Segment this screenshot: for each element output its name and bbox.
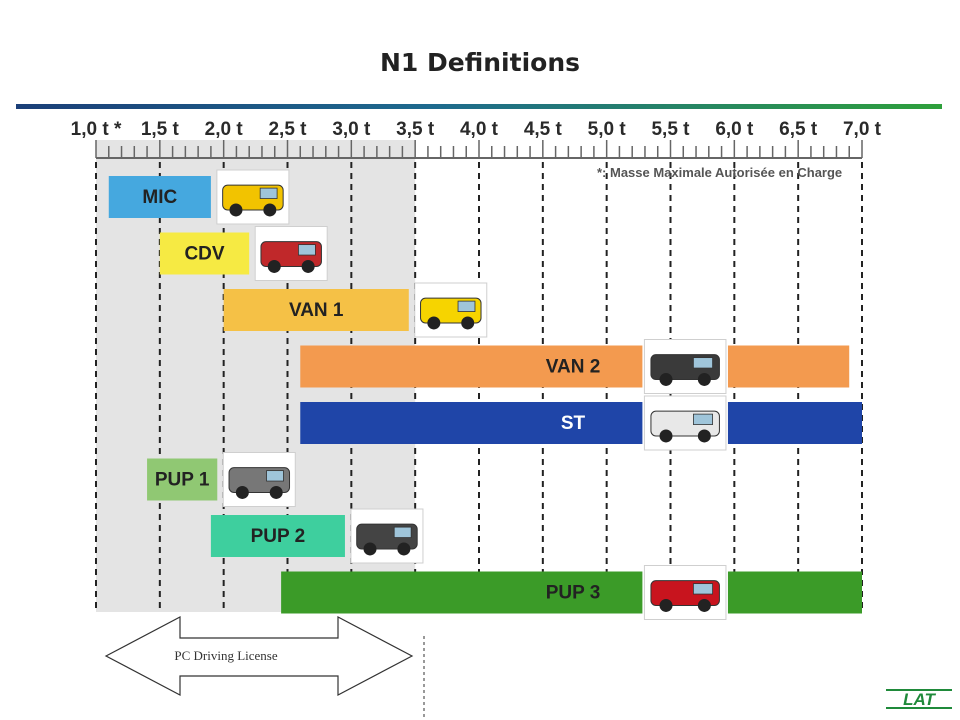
vehicle-window: [266, 470, 284, 482]
tick-label: 5,5 t: [651, 119, 690, 140]
tick-label: 7,0 t: [843, 119, 882, 140]
category-label: PUP 2: [251, 526, 306, 547]
pickup-icon: [643, 565, 727, 620]
chassis-truck-icon: [643, 395, 727, 451]
vehicle-wheel: [697, 372, 711, 386]
category-label: PUP 1: [155, 470, 210, 491]
vehicle-wheel: [427, 316, 441, 330]
category-bar-tail: [727, 345, 850, 388]
category-bar-st: [300, 402, 643, 444]
tick-label: 1,5 t: [141, 119, 180, 140]
vehicle-wheel: [697, 598, 711, 612]
category-bar-tail: [727, 402, 862, 444]
tick-label: 3,0 t: [332, 119, 371, 140]
tick-label: 1,0 t *: [71, 119, 122, 140]
vehicle-wheel: [461, 316, 475, 330]
category-bar-cdv: [159, 232, 250, 275]
vehicle-wheel: [229, 203, 243, 217]
footnote: *: Masse Maximale Autorisée en Charge: [597, 165, 842, 180]
vehicle-wheel: [267, 259, 281, 273]
vehicle-wheel: [697, 429, 711, 443]
category-label: PUP 3: [546, 583, 601, 604]
lat-logo: LAT: [886, 689, 952, 709]
tick-label: 6,0 t: [715, 119, 754, 140]
category-bar-tail: [727, 571, 862, 614]
vehicle-wheel: [263, 203, 277, 217]
tick-label: 4,5 t: [524, 119, 563, 140]
logo-text: LAT: [903, 690, 936, 709]
vehicle-wheel: [659, 598, 673, 612]
tick-label: 4,0 t: [460, 119, 499, 140]
vehicle-wheel: [397, 542, 411, 556]
vehicle-window: [457, 300, 476, 312]
vehicle-window: [298, 244, 316, 256]
vehicle-wheel: [235, 485, 249, 499]
vehicle-wheel: [269, 485, 283, 499]
category-bar-van-2: [300, 345, 643, 388]
pc-license-label: PC Driving License: [174, 648, 277, 663]
vehicle-window: [693, 413, 713, 425]
car-derived-van-icon: [254, 226, 328, 281]
tick-label: 2,0 t: [205, 119, 244, 140]
vehicle-wheel: [363, 542, 377, 556]
vehicle-wheel: [659, 372, 673, 386]
page-title: N1 Definitions: [380, 48, 580, 77]
van-icon: [414, 282, 488, 338]
category-label: VAN 1: [289, 300, 344, 321]
microcar-icon: [216, 169, 290, 225]
pc-license-arrow: [104, 616, 414, 696]
category-label: CDV: [184, 244, 224, 265]
category-bar-pup-3: [281, 571, 643, 614]
large-van-icon: [643, 339, 727, 394]
category-bar-van-1: [223, 289, 409, 331]
category-label: VAN 2: [546, 357, 601, 378]
vehicle-window: [393, 526, 412, 538]
tick-label: 5,0 t: [588, 119, 627, 140]
category-bar-mic: [108, 176, 211, 218]
tick-label: 2,5 t: [268, 119, 307, 140]
pickup-icon: [350, 508, 424, 564]
vehicle-window: [259, 187, 278, 199]
title-divider: [16, 104, 942, 109]
tick-label: 6,5 t: [779, 119, 818, 140]
vehicle-wheel: [301, 259, 315, 273]
vehicle-wheel: [659, 429, 673, 443]
category-label: MIC: [142, 187, 177, 208]
vehicle-window: [693, 583, 713, 595]
category-bar-pup-1: [147, 458, 218, 501]
pickup-icon: [222, 452, 296, 507]
category-bar-pup-2: [210, 515, 345, 557]
vehicle-window: [693, 357, 713, 369]
tick-label: 3,5 t: [396, 119, 435, 140]
category-label: ST: [561, 413, 586, 434]
